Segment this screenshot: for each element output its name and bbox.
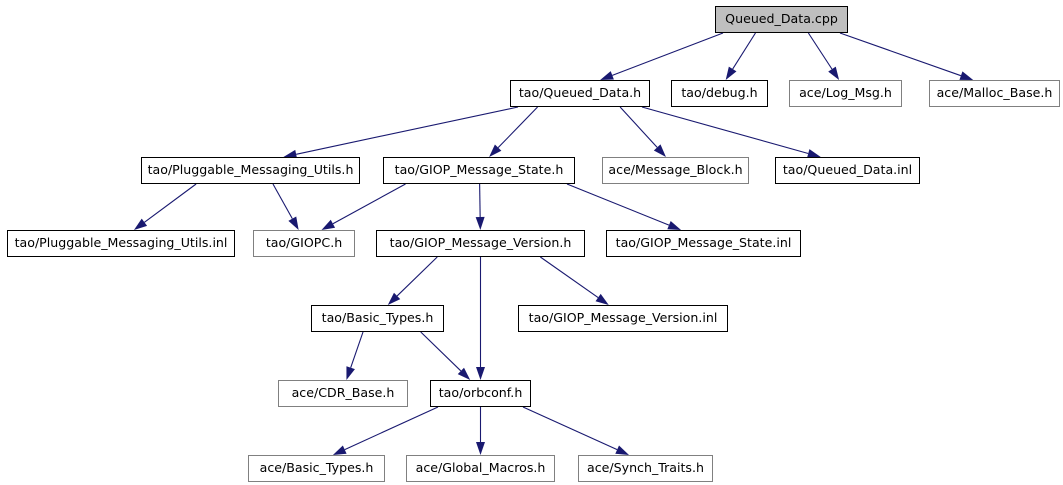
graph-node-label: tao/GIOP_Message_Version.inl [528,310,718,326]
graph-node-label: ace/Malloc_Base.h [936,85,1053,101]
graph-edge-qd_h-to-msg_block_h [619,106,666,157]
graph-edge-arrowhead [600,71,614,80]
graph-edge-orbconf_h-to-synch_t_h [522,406,629,455]
graph-edge-arrowhead [475,216,485,230]
graph-node-gmv_inl[interactable]: tao/GIOP_Message_Version.inl [518,305,728,332]
graph-edge-arrowhead [828,66,840,80]
graph-edge-root-to-debug_h [725,32,756,80]
graph-edge-gms_h-to-gms_inl [566,183,682,230]
graph-node-gmv_h[interactable]: tao/GIOP_Message_Version.h [376,230,585,257]
graph-node-pmu_h[interactable]: tao/Pluggable_Messaging_Utils.h [141,157,360,184]
graph-node-pmu_inl[interactable]: tao/Pluggable_Messaging_Utils.inl [7,230,235,257]
graph-edge-arrowhead [653,144,666,157]
graph-edge-gms_h-to-giopc_h [321,183,406,230]
graph-node-label: tao/Queued_Data.inl [782,162,913,178]
graph-node-synch_t_h[interactable]: ace/Synch_Traits.h [578,455,713,482]
graph-edge-arrowhead [476,367,485,380]
graph-node-label: Queued_Data.cpp [725,11,838,27]
graph-edge-basic_t_h-to-orbconf_h [420,331,471,380]
graph-node-label: ace/Message_Block.h [608,162,743,178]
graph-node-label: tao/debug.h [681,85,758,101]
graph-node-gms_h[interactable]: tao/GIOP_Message_State.h [383,157,575,184]
graph-node-label: ace/CDR_Base.h [291,385,395,401]
graph-node-label: tao/Pluggable_Messaging_Utils.inl [14,235,228,251]
graph-node-label: tao/GIOP_Message_Version.h [389,235,572,251]
graph-node-cdr_base_h[interactable]: ace/CDR_Base.h [278,380,408,407]
graph-edge-arrowhead [457,367,471,380]
graph-node-debug_h[interactable]: tao/debug.h [671,80,768,107]
graph-node-label: ace/Basic_Types.h [259,460,374,476]
graph-edge-arrowhead [321,219,336,230]
graph-edge-arrowhead [615,445,629,455]
graph-node-qd_h[interactable]: tao/Queued_Data.h [510,80,650,107]
graph-node-basic_t_h[interactable]: tao/Basic_Types.h [311,305,444,332]
graph-edge-arrowhead [959,71,974,80]
graph-edge-orbconf_h-to-ace_basic_h [332,406,439,455]
graph-edge-gmv_h-to-gmv_inl [540,256,609,305]
graph-node-giopc_h[interactable]: tao/GIOPC.h [253,230,355,257]
graph-node-ace_basic_h[interactable]: ace/Basic_Types.h [248,455,385,482]
graph-edge-arrowhead [807,149,821,158]
graph-edge-arrowhead [283,149,298,159]
graph-edge-arrowhead [725,66,737,80]
graph-edge-arrowhead [346,366,355,380]
graph-node-gms_inl[interactable]: tao/GIOP_Message_State.inl [606,230,801,257]
graph-edge-qd_h-to-gms_h [489,106,538,157]
graph-edge-gms_h-to-gmv_h [475,183,485,230]
graph-node-label: tao/Queued_Data.h [518,85,642,101]
graph-node-label: ace/Log_Msg.h [799,85,892,101]
graph-edge-root-to-log_msg_h [807,32,840,80]
graph-edge-qd_h-to-pmu_h [283,106,519,159]
graph-node-label: tao/GIOPC.h [265,235,343,251]
graph-node-log_msg_h[interactable]: ace/Log_Msg.h [789,80,902,107]
graph-node-label: ace/Global_Macros.h [415,460,546,476]
graph-edge-arrowhead [476,442,485,455]
graph-edge-arrowhead [387,292,401,305]
graph-edge-gmv_h-to-basic_t_h [387,256,438,305]
graph-node-malloc_h[interactable]: ace/Malloc_Base.h [929,80,1060,107]
graph-node-root[interactable]: Queued_Data.cpp [715,6,848,33]
graph-edge-pmu_h-to-giopc_h [272,183,299,230]
graph-node-label: tao/GIOP_Message_State.h [394,162,564,178]
graph-edge-orbconf_h-to-glob_mac_h [476,407,485,455]
graph-edge-basic_t_h-to-cdr_base_h [346,331,364,380]
graph-node-label: tao/orbconf.h [438,385,523,401]
graph-node-label: tao/Pluggable_Messaging_Utils.h [147,162,354,178]
graph-node-orbconf_h[interactable]: tao/orbconf.h [430,380,531,407]
graph-edge-root-to-qd_h [600,32,724,80]
graph-node-glob_mac_h[interactable]: ace/Global_Macros.h [406,455,555,482]
graph-edge-arrowhead [288,216,299,230]
graph-node-msg_block_h[interactable]: ace/Message_Block.h [602,157,749,184]
graph-node-label: tao/Basic_Types.h [321,310,434,326]
graph-edge-arrowhead [332,445,347,455]
graph-node-label: ace/Synch_Traits.h [587,460,704,476]
graph-node-qd_inl[interactable]: tao/Queued_Data.inl [775,157,920,184]
graph-node-label: tao/GIOP_Message_State.inl [615,235,792,251]
graph-edge-pmu_h-to-pmu_inl [133,183,197,230]
graph-edge-arrowhead [133,218,148,230]
graph-edge-gmv_h-to-orbconf_h [476,257,485,380]
graph-edge-arrowhead [667,220,682,230]
graph-edge-qd_h-to-qd_inl [641,106,821,158]
graph-edge-arrowhead [489,144,502,157]
graph-edge-arrowhead [595,293,609,305]
graph-edge-root-to-malloc_h [839,32,974,80]
